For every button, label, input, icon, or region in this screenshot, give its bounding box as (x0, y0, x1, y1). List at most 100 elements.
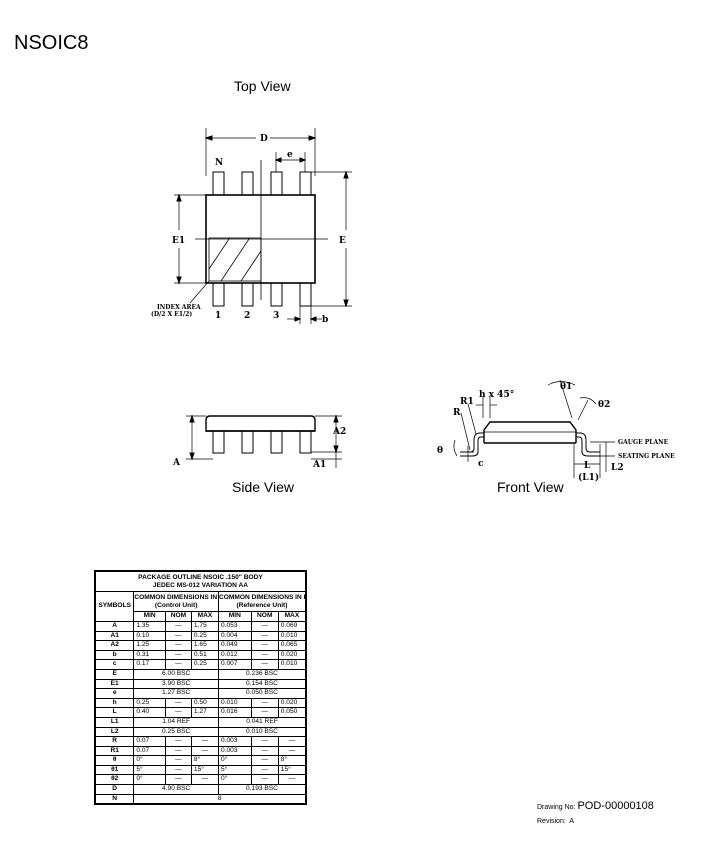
value-cell: — (164, 630, 192, 642)
value-cell: 0.154 BSC (217, 678, 307, 690)
symbol-cell: N (94, 793, 135, 805)
value-cell: — (164, 640, 192, 651)
value-cell: 0.25 (133, 697, 166, 709)
value-cell: 15° (190, 764, 219, 776)
value-cell: 0.004 (217, 630, 252, 642)
value-cell: 0.053 (217, 620, 252, 632)
value-cell: 1.35 (133, 620, 166, 632)
dim-A1: A1 (312, 460, 326, 470)
symbol-cell: θ1 (94, 764, 135, 776)
drawing-no-value: POD-00000108 (577, 800, 654, 812)
value-cell: 4.90 BSC (133, 784, 219, 795)
value-cell: 0.31 (133, 649, 166, 661)
symbol-cell: L (94, 707, 135, 718)
value-cell: 0° (217, 774, 252, 786)
value-cell: — (250, 640, 279, 651)
value-cell: — (164, 707, 192, 718)
seating-plane-label: SEATING PLANE (618, 453, 675, 460)
pin-top-8 (212, 171, 225, 196)
symbol-cell: h (94, 697, 135, 709)
value-cell: — (164, 736, 192, 747)
gauge-plane-label: GAUGE PLANE (618, 439, 669, 446)
value-cell: 0.40 (133, 707, 166, 718)
value-cell: 0° (133, 774, 166, 786)
angle-theta2: θ2 (598, 400, 610, 410)
inch-header-line1: COMMON DIMENSIONS IN INCH (218, 594, 304, 602)
value-cell: 0.016 (217, 707, 252, 718)
symbol-cell: R (94, 736, 135, 747)
value-cell: — (250, 620, 279, 632)
value-cell: — (190, 736, 219, 747)
dim-L1: (L1) (578, 472, 599, 483)
symbol-cell: A1 (94, 630, 135, 642)
top-view-drawing (174, 128, 352, 324)
drawing-number: Drawing No: POD-00000108 (537, 800, 654, 812)
pin-2-label: 2 (244, 311, 250, 321)
value-cell: 0.10 (133, 630, 166, 642)
inch-header-line2: (Reference Unit) (236, 601, 288, 609)
sub-header-cell: MAX (190, 611, 219, 622)
side-view-label: Side View (232, 479, 295, 495)
value-cell: — (164, 755, 192, 766)
dim-b: b (322, 315, 328, 325)
dim-D: D (260, 134, 268, 144)
value-cell: 0.020 (277, 697, 307, 709)
pin-bottom-3 (270, 282, 283, 307)
value-cell: 1.27 (190, 707, 219, 718)
value-cell: — (164, 620, 192, 632)
dimension-table: PACKAGE OUTLINE NSOIC .150" BODY JEDEC M… (94, 570, 307, 806)
dim-A2: A2 (332, 427, 346, 437)
symbol-cell: θ2 (94, 774, 135, 786)
value-cell: 8° (190, 755, 219, 766)
value-cell: 0.010 (217, 697, 252, 709)
value-cell: — (277, 774, 307, 786)
value-cell: 0.25 (190, 659, 219, 670)
value-cell: — (164, 745, 192, 757)
mm-header-line1: COMMON DIMENSIONS IN MM (134, 594, 218, 602)
symbol-cell: D (94, 784, 135, 795)
symbol-cell: R1 (94, 745, 135, 757)
value-cell: 1.04 REF (133, 716, 219, 728)
value-cell: 0.003 (217, 745, 252, 757)
revision-label: Revision: (537, 818, 566, 825)
dim-c: c (478, 459, 484, 469)
symbol-cell: L1 (94, 716, 135, 728)
dim-E1: E1 (172, 236, 185, 246)
value-cell: 0.25 (190, 630, 219, 642)
value-cell: 5° (133, 764, 166, 776)
value-cell: 0.050 (277, 707, 307, 718)
value-cell: — (277, 745, 307, 757)
package-body-side (205, 415, 316, 432)
value-cell: 0° (133, 755, 166, 766)
value-cell: 0.193 BSC (217, 784, 307, 795)
value-cell: 1.25 (133, 640, 166, 651)
value-cell: — (190, 745, 219, 757)
value-cell: 0.020 (277, 649, 307, 661)
value-cell: 0.010 BSC (217, 726, 307, 738)
revision: Revision: A (537, 818, 574, 825)
value-cell: 0.51 (190, 649, 219, 661)
package-body-front (483, 421, 577, 443)
revision-value: A (569, 818, 574, 825)
index-area-size: (D/2 X E1/2) (151, 311, 192, 318)
value-cell: 5° (217, 764, 252, 776)
value-cell: 0° (217, 755, 252, 766)
symbol-cell: e (94, 688, 135, 699)
value-cell: — (164, 649, 192, 661)
sub-header-cell: MIN (217, 611, 252, 622)
symbols-header: SYMBOLS (94, 591, 135, 622)
value-cell: 0.041 REF (217, 716, 307, 728)
value-cell: 1.65 (190, 640, 219, 651)
